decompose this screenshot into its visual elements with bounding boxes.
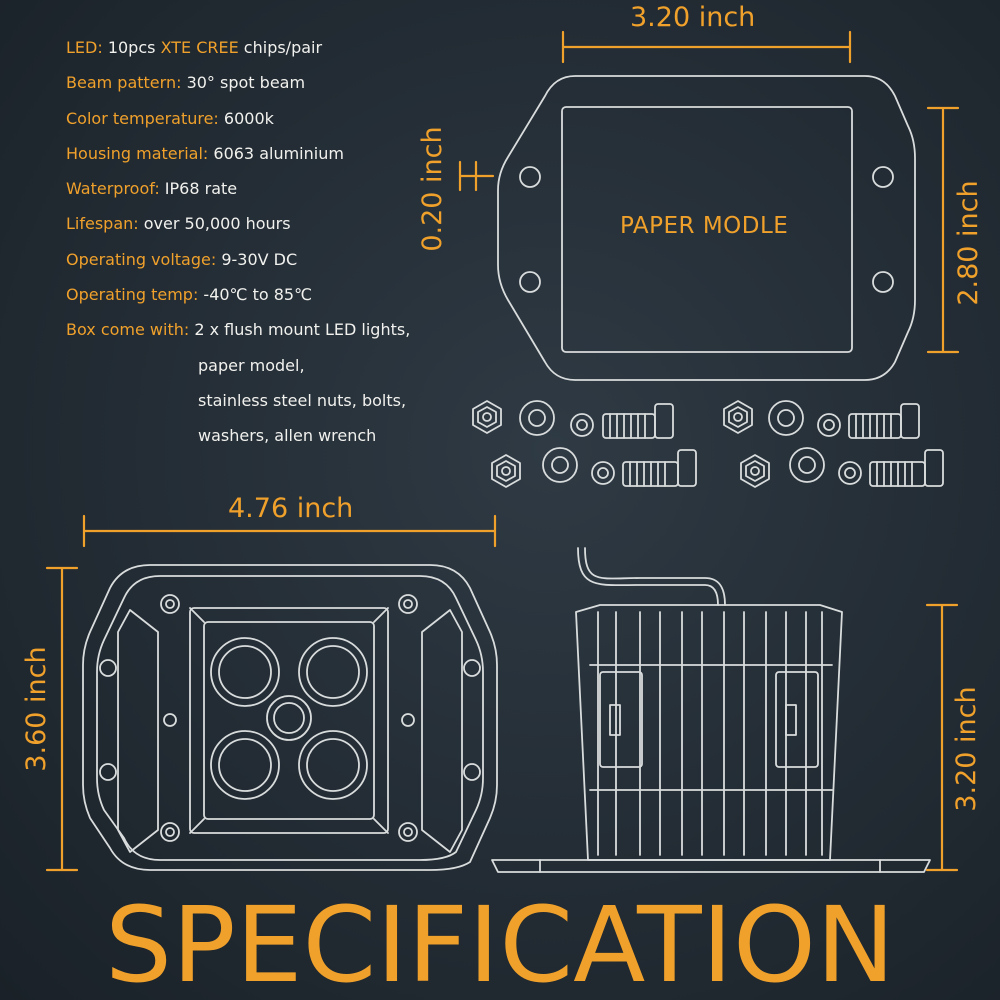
spec-value-highlight: XTE CREE	[160, 38, 239, 57]
spec-value: 9-30V DC	[216, 249, 298, 269]
spec-value: over 50,000 hours	[138, 214, 291, 234]
side-view-light	[491, 547, 931, 873]
spec-value: chips/pair	[238, 38, 323, 57]
spec-value: 2 x flush mount LED lights,	[189, 320, 411, 340]
dimension-flange: 0.20 inch	[417, 126, 448, 252]
spec-key: Operating temp:	[66, 285, 199, 305]
spec-value: 10pcs	[102, 38, 161, 57]
spec-key: Beam pattern:	[66, 73, 182, 93]
spec-row-waterproof: Waterproof: IP68 rate	[66, 171, 410, 206]
spec-key: Color temperature:	[66, 108, 219, 128]
front-view-light	[82, 564, 498, 871]
paper-model-label: PAPER MODLE	[620, 213, 789, 239]
paper-model-outline	[497, 75, 916, 381]
specification-title: SPECIFICATION	[105, 888, 895, 1000]
spec-value: IP68 rate	[159, 179, 238, 199]
spec-key: Waterproof:	[66, 179, 160, 199]
spec-value: 6063 aluminium	[208, 143, 344, 163]
spec-key: Operating voltage:	[66, 249, 217, 269]
spec-row-box: Box come with: 2 x flush mount LED light…	[66, 312, 410, 347]
spec-row-led: LED: 10pcs XTE CREE chips/pair	[66, 30, 410, 65]
hardware-group-left	[472, 400, 697, 488]
spec-list: LED: 10pcs XTE CREE chips/pair Beam patt…	[66, 30, 410, 454]
dimension-lines	[45, 30, 960, 872]
dimension-side-height: 3.20 inch	[951, 686, 982, 812]
hardware-group-right	[723, 400, 944, 488]
spec-key: LED:	[66, 38, 103, 57]
title-text: SPECIFICATION	[105, 888, 895, 1000]
spec-value: -40℃ to 85℃	[198, 285, 313, 305]
spec-key: Housing material:	[66, 143, 209, 163]
spec-continued-line: stainless steel nuts, bolts,	[198, 390, 407, 410]
spec-continued-line: paper model,	[198, 355, 305, 375]
dimension-front-height: 3.60 inch	[21, 646, 52, 772]
spec-key: Box come with:	[66, 320, 190, 340]
dimension-front-width: 4.76 inch	[228, 493, 354, 524]
spec-row-housing: Housing material: 6063 aluminium	[66, 136, 410, 171]
spec-continued-line: washers, allen wrench	[198, 426, 377, 446]
spec-key: Lifespan:	[66, 214, 139, 234]
spec-value: 30° spot beam	[181, 73, 306, 93]
spec-row-voltage: Operating voltage: 9-30V DC	[66, 242, 410, 277]
dimension-paper-height: 2.80 inch	[953, 180, 984, 306]
dimension-paper-width: 3.20 inch	[630, 2, 756, 33]
spec-row-lifespan: Lifespan: over 50,000 hours	[66, 206, 410, 241]
spec-row-color-temp: Color temperature: 6000k	[66, 101, 410, 136]
spec-row-temp: Operating temp: -40℃ to 85℃	[66, 277, 410, 312]
spec-row-beam: Beam pattern: 30° spot beam	[66, 65, 410, 100]
spec-value: 6000k	[218, 108, 274, 128]
